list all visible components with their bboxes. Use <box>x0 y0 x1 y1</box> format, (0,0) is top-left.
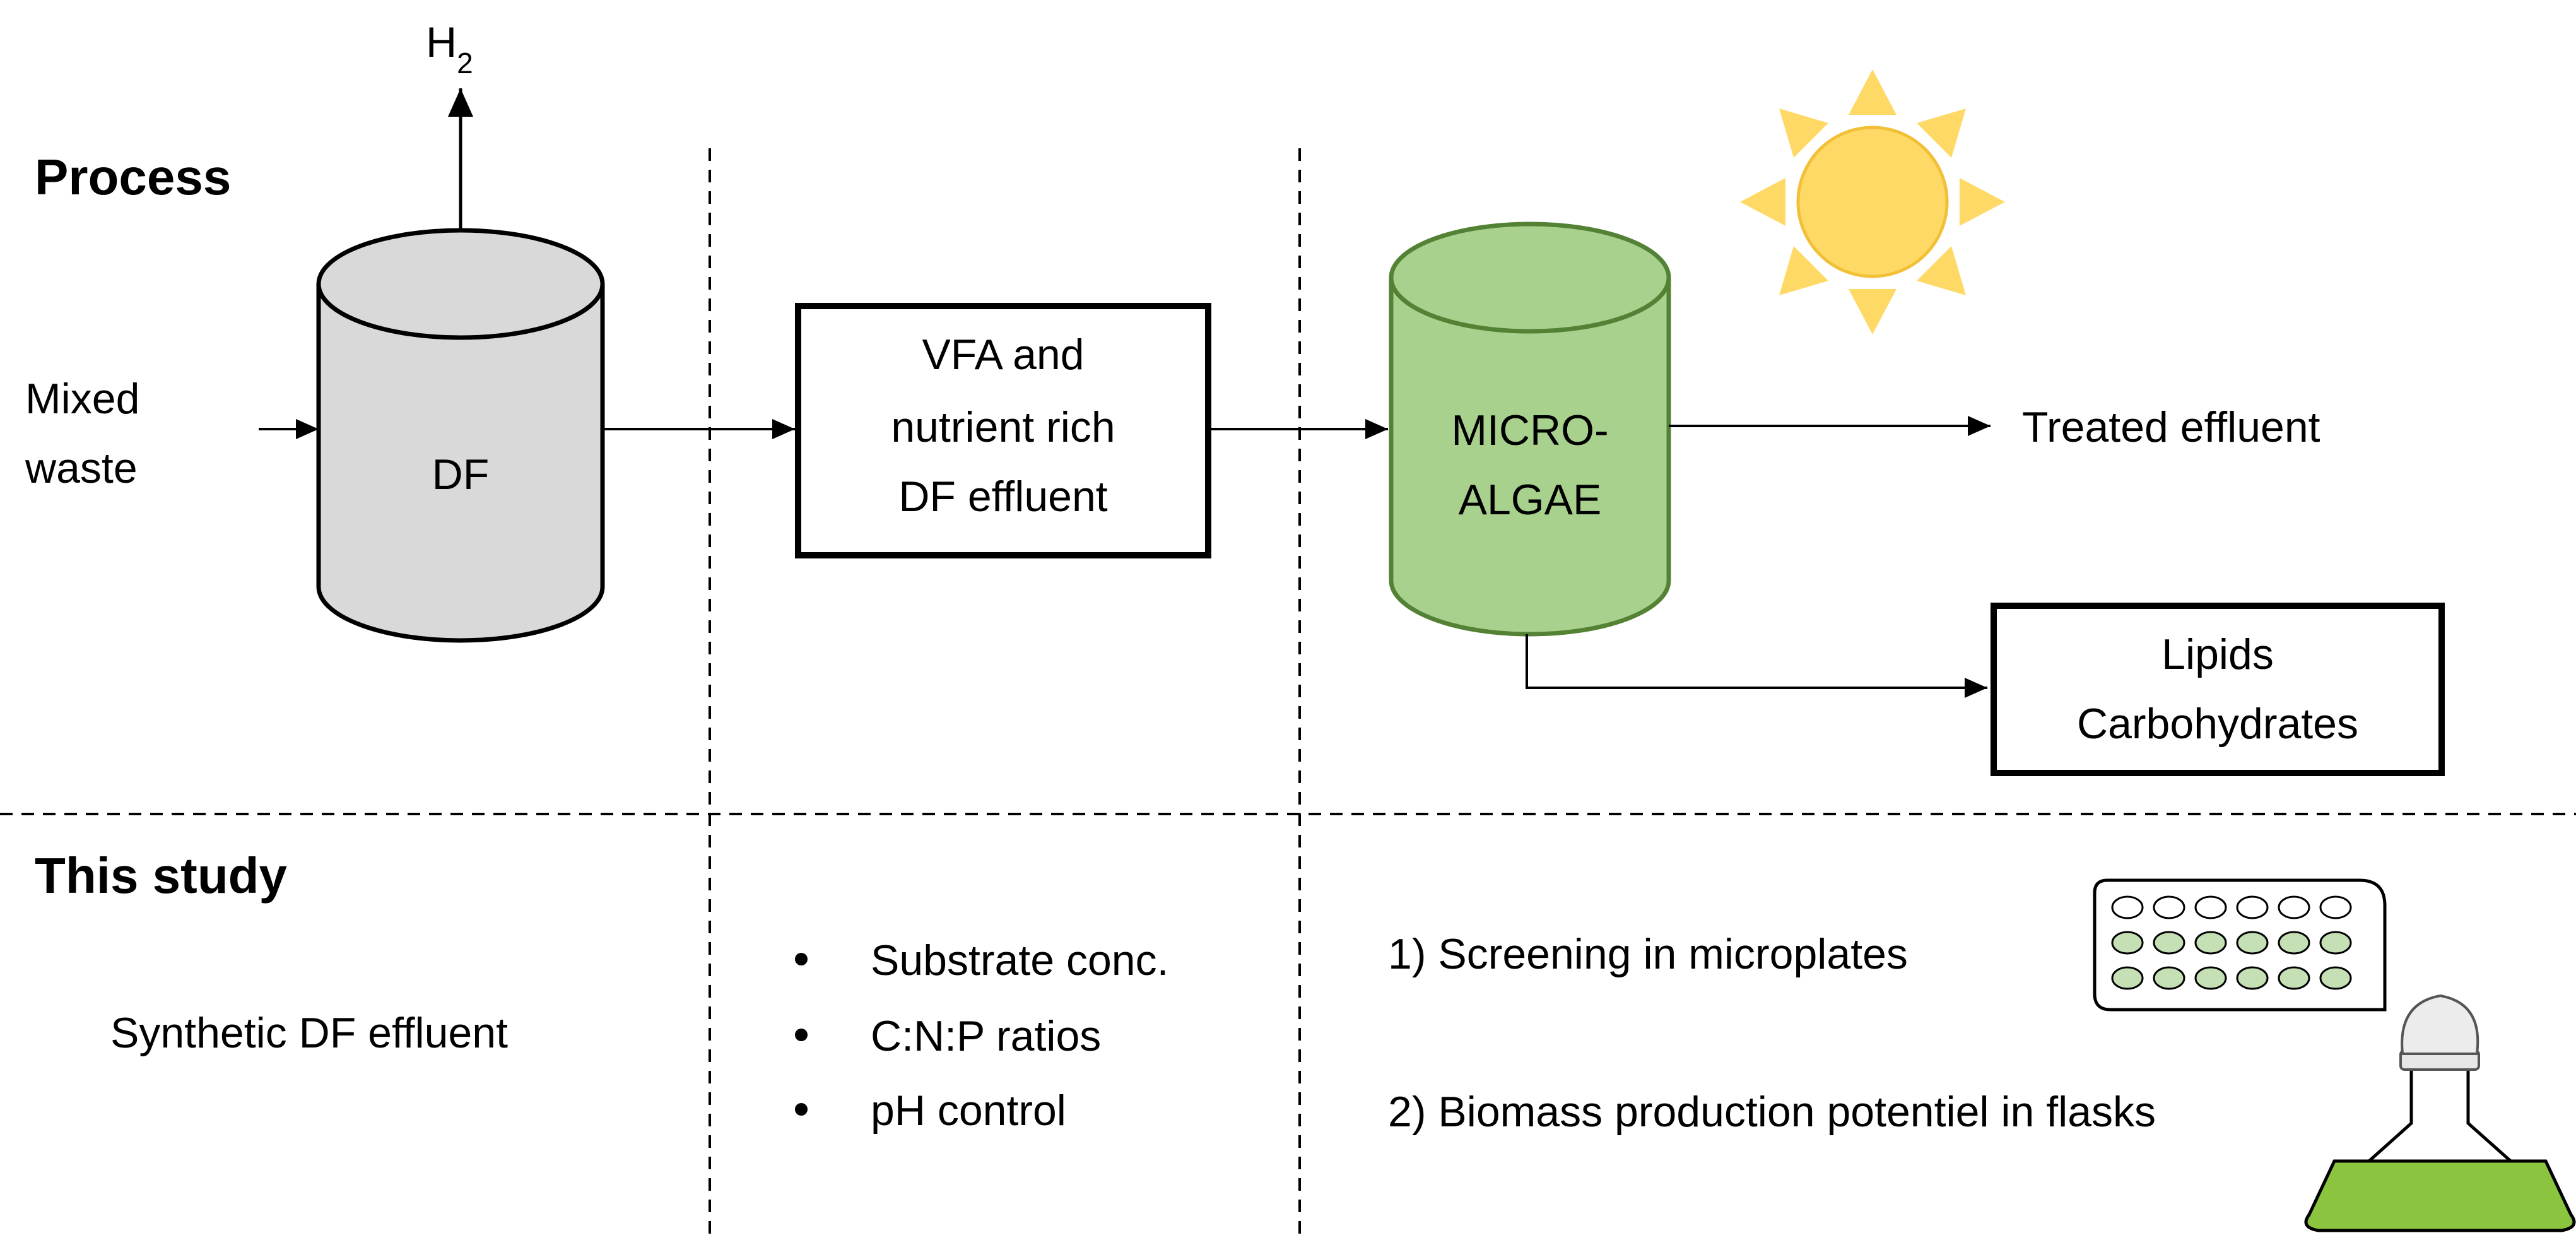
study-step-2: 2) Biomass production potentiel in flask… <box>1388 1088 2156 1136</box>
microplate-well <box>2278 931 2310 955</box>
study-step-1: 1) Screening in microplates <box>1388 930 1908 978</box>
input-label-line1: Mixed <box>25 375 139 423</box>
process-heading: Process <box>35 149 231 205</box>
microplate-well <box>2236 895 2269 919</box>
effluent-box-line3: DF effluent <box>898 473 1107 521</box>
bullet <box>795 1103 808 1116</box>
microplate-well <box>2153 895 2185 919</box>
h2-label: H2 <box>426 18 473 80</box>
products-arrow <box>1526 634 1987 698</box>
microplate-well <box>2236 931 2269 955</box>
bullet <box>795 953 808 965</box>
microalgae-label-line2: ALGAE <box>1459 476 1602 524</box>
products-line2: Carbohydrates <box>2077 700 2358 748</box>
microplate-well <box>2278 895 2310 919</box>
microplate-well <box>2236 966 2269 990</box>
microalgae-label-line1: MICRO- <box>1451 406 1608 454</box>
microplate-well <box>2111 966 2144 990</box>
parameter-item: C:N:P ratios <box>871 1012 1101 1060</box>
input-label-line2: waste <box>25 444 138 492</box>
microplate-well <box>2194 895 2227 919</box>
study-substrate: Synthetic DF effluent <box>110 1009 508 1057</box>
microplate-well <box>2111 931 2144 955</box>
treated-effluent-label: Treated effluent <box>2022 403 2320 451</box>
microplate-well <box>2194 931 2227 955</box>
bullet <box>795 1029 808 1041</box>
microplate-well <box>2319 966 2352 990</box>
products-line1: Lipids <box>2161 630 2274 678</box>
parameter-item: Substrate conc. <box>871 936 1168 984</box>
study-heading: This study <box>35 847 288 904</box>
products-box <box>1991 603 2445 776</box>
df-reactor-label: DF <box>432 451 490 499</box>
microplate-icon <box>2093 878 2387 1012</box>
effluent-box-line1: VFA and <box>922 331 1084 379</box>
study-parameters-list: Substrate conc. C:N:P ratios pH control <box>795 936 1168 1135</box>
microplate-well <box>2278 966 2310 990</box>
parameter-item: pH control <box>871 1087 1066 1135</box>
df-reactor <box>316 228 605 643</box>
flask-icon <box>2304 994 2576 1232</box>
microplate-well <box>2153 931 2185 955</box>
microplate-well <box>2319 895 2352 919</box>
microplate-well <box>2194 966 2227 990</box>
sun-icon <box>1740 69 2005 334</box>
microalgae-reactor <box>1389 221 1671 637</box>
microplate-well <box>2111 895 2144 919</box>
microplate-well <box>2153 966 2185 990</box>
effluent-box-line2: nutrient rich <box>891 403 1115 451</box>
microplate-well <box>2319 931 2352 955</box>
effluent-box <box>795 303 1211 558</box>
